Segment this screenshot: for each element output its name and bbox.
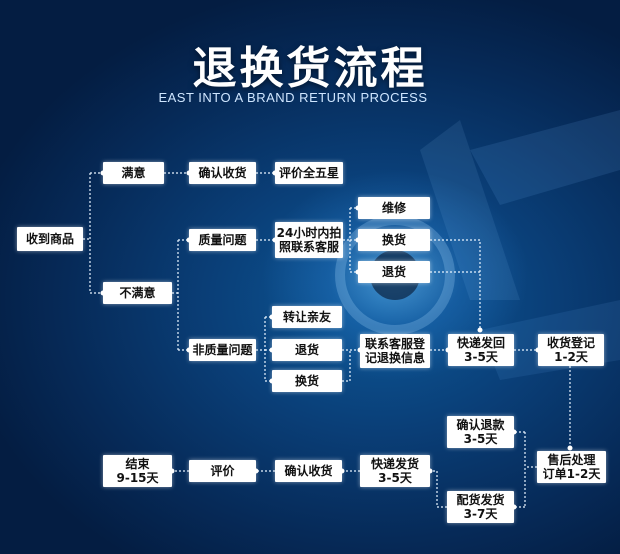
node-transfer-friend: 转让亲友 — [272, 306, 342, 328]
node-non-quality-issue: 非质量问题 — [189, 339, 256, 361]
node-contact-24h: 24小时内拍 照联系客服 — [275, 222, 343, 258]
node-confirm-receipt-top: 确认收货 — [189, 162, 256, 184]
node-receipt-register: 收货登记 1-2天 — [538, 334, 604, 366]
node-contact-register: 联系客服登 记退换信息 — [360, 334, 430, 368]
node-ship-replacement: 配货发货 3-7天 — [447, 491, 514, 523]
node-evaluate: 评价 — [189, 460, 256, 482]
node-express-return: 快递发回 3-5天 — [448, 334, 514, 366]
node-unsatisfied: 不满意 — [103, 282, 172, 304]
node-return-non-quality: 退货 — [272, 339, 342, 361]
node-express-ship: 快递发货 3-5天 — [360, 455, 430, 487]
node-return-quality: 退货 — [358, 261, 430, 283]
node-satisfied: 满意 — [103, 162, 164, 184]
node-repair: 维修 — [358, 197, 430, 219]
node-quality-issue: 质量问题 — [189, 229, 256, 251]
node-confirm-receipt-bottom: 确认收货 — [275, 460, 342, 482]
node-receive-goods: 收到商品 — [17, 227, 83, 251]
node-exchange-non-quality: 换货 — [272, 370, 342, 392]
node-confirm-refund: 确认退款 3-5天 — [447, 416, 514, 448]
node-exchange-quality: 换货 — [358, 229, 430, 251]
node-after-sales: 售后处理 订单1-2天 — [537, 451, 606, 483]
node-rate-five-stars: 评价全五星 — [275, 162, 343, 184]
node-end: 结束 9-15天 — [103, 455, 172, 487]
